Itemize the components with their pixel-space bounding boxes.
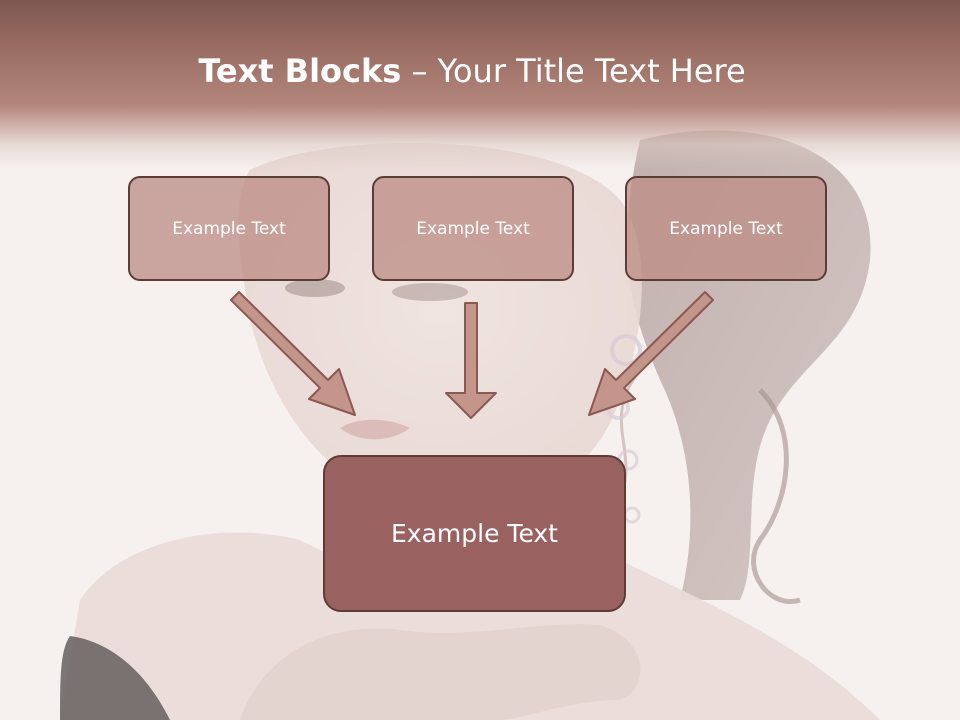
arrow-left-to-main bbox=[230, 291, 356, 416]
text-box-left-label: Example Text bbox=[172, 218, 286, 239]
arrow-center-to-main bbox=[445, 302, 497, 419]
arrow-right-to-main bbox=[588, 291, 714, 416]
text-box-left[interactable]: Example Text bbox=[128, 176, 330, 281]
slide-title: Text Blocks – Your Title Text Here bbox=[0, 52, 944, 90]
text-box-center-label: Example Text bbox=[416, 218, 530, 239]
title-bold: Text Blocks bbox=[198, 52, 402, 90]
title-rest: – Your Title Text Here bbox=[401, 52, 746, 90]
text-box-right-label: Example Text bbox=[669, 218, 783, 239]
text-box-center[interactable]: Example Text bbox=[372, 176, 574, 281]
text-box-main-label: Example Text bbox=[391, 519, 558, 548]
header-band bbox=[0, 0, 960, 170]
text-box-main[interactable]: Example Text bbox=[323, 455, 626, 612]
text-box-right[interactable]: Example Text bbox=[625, 176, 827, 281]
